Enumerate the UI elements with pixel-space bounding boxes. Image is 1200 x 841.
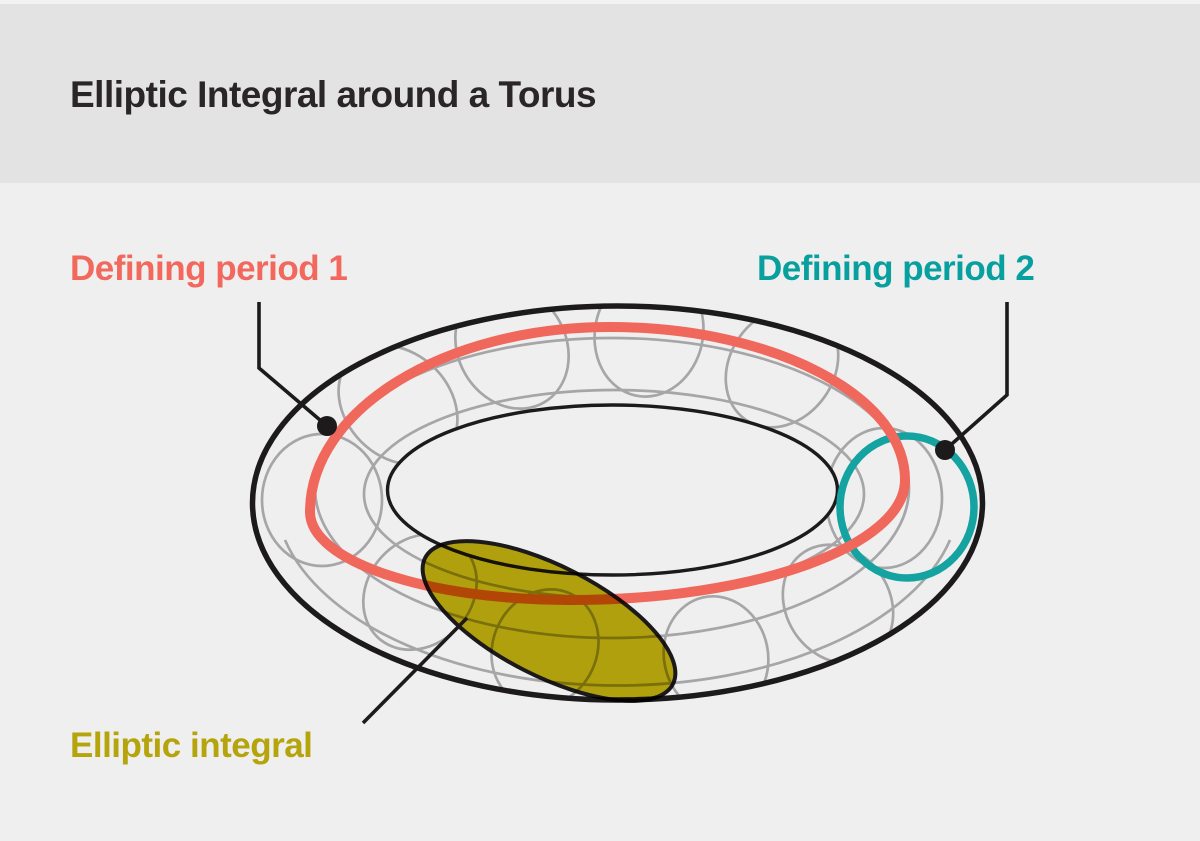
figure-title: Elliptic Integral around a Torus [70, 74, 597, 115]
torus-diagram [249, 302, 1009, 725]
leader-line-period-1 [257, 302, 329, 428]
leader-line-period-2 [943, 302, 1009, 452]
leader-dot-period-2 [935, 440, 955, 460]
label-defining-period-2: Defining period 2 [757, 249, 1035, 288]
torus-mesh-meridian [724, 306, 840, 429]
torus-mesh-meridian [453, 306, 571, 411]
figure-header: Elliptic Integral around a Torus [0, 0, 1200, 183]
header-top-strip [0, 0, 1200, 4]
label-elliptic-integral: Elliptic integral [70, 726, 313, 765]
diagram-canvas: Defining period 1 Defining period 2 Elli… [0, 183, 1200, 841]
leader-dot-period-1 [317, 416, 337, 436]
leader-line-elliptic-integral [361, 616, 469, 725]
torus-hole-outline [385, 403, 840, 577]
elliptic-integral-ellipse [420, 539, 678, 703]
label-defining-period-1: Defining period 1 [70, 249, 348, 288]
torus-mesh-meridian [593, 306, 705, 398]
defining-period-2-curve [836, 432, 978, 582]
